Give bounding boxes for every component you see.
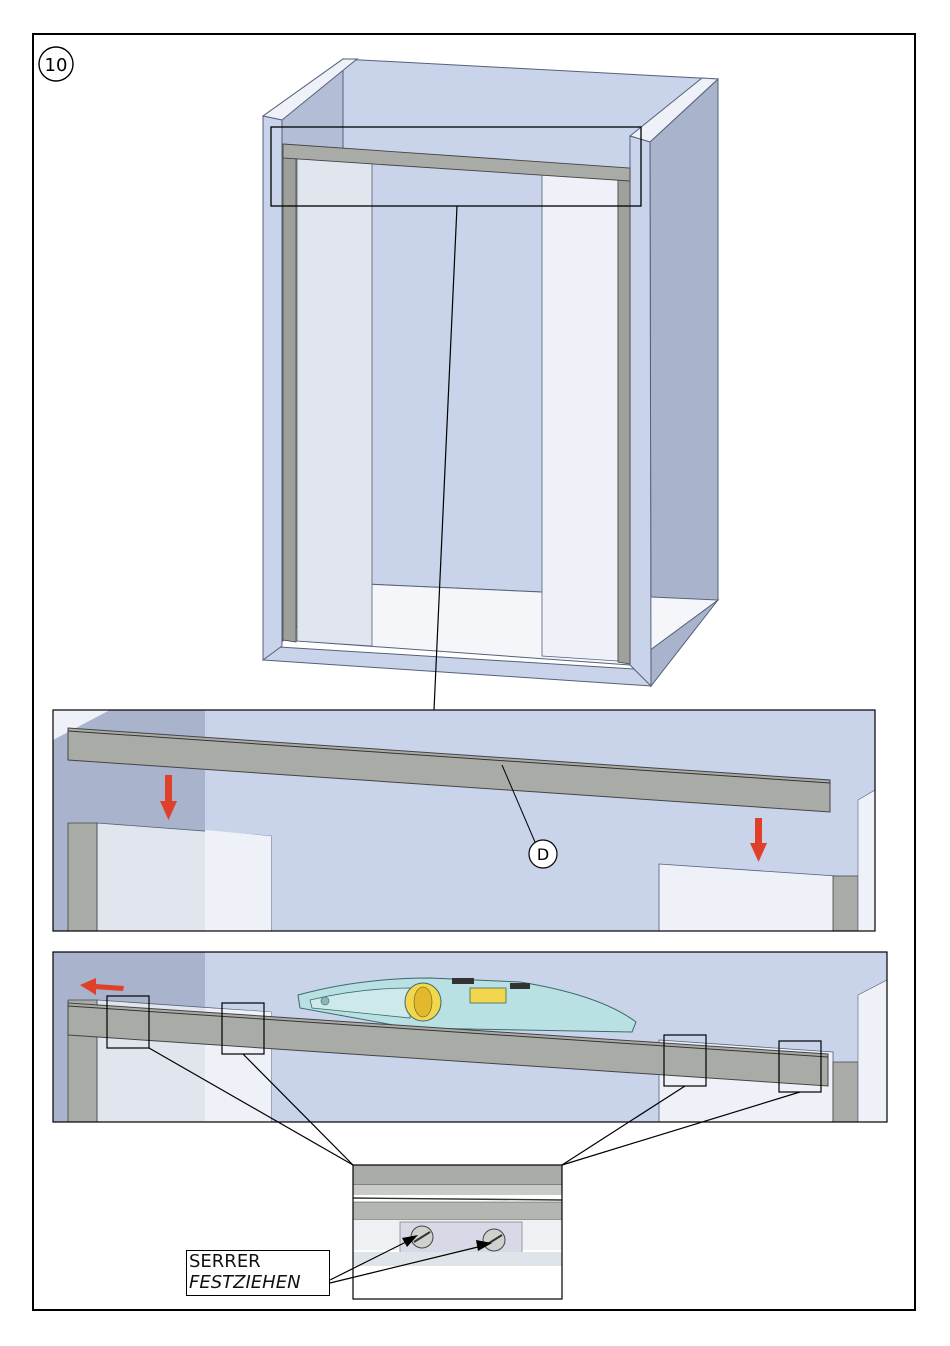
part-d-label: D: [537, 845, 549, 864]
screw-icon: [483, 1229, 505, 1251]
instruction-de: FESTZIEHEN: [189, 1272, 329, 1293]
detail-panel-rail-placement: D: [53, 710, 875, 931]
step-number-badge: 10: [39, 47, 73, 81]
detail-panel-leveling: [53, 952, 887, 1122]
instruction-fr: SERRER: [189, 1251, 329, 1272]
tighten-instruction-label: SERRER FESTZIEHEN: [186, 1250, 330, 1296]
step-number-text: 10: [45, 55, 68, 76]
enclosure-overview: [263, 59, 718, 686]
magnified-screw-view: [353, 1165, 562, 1299]
